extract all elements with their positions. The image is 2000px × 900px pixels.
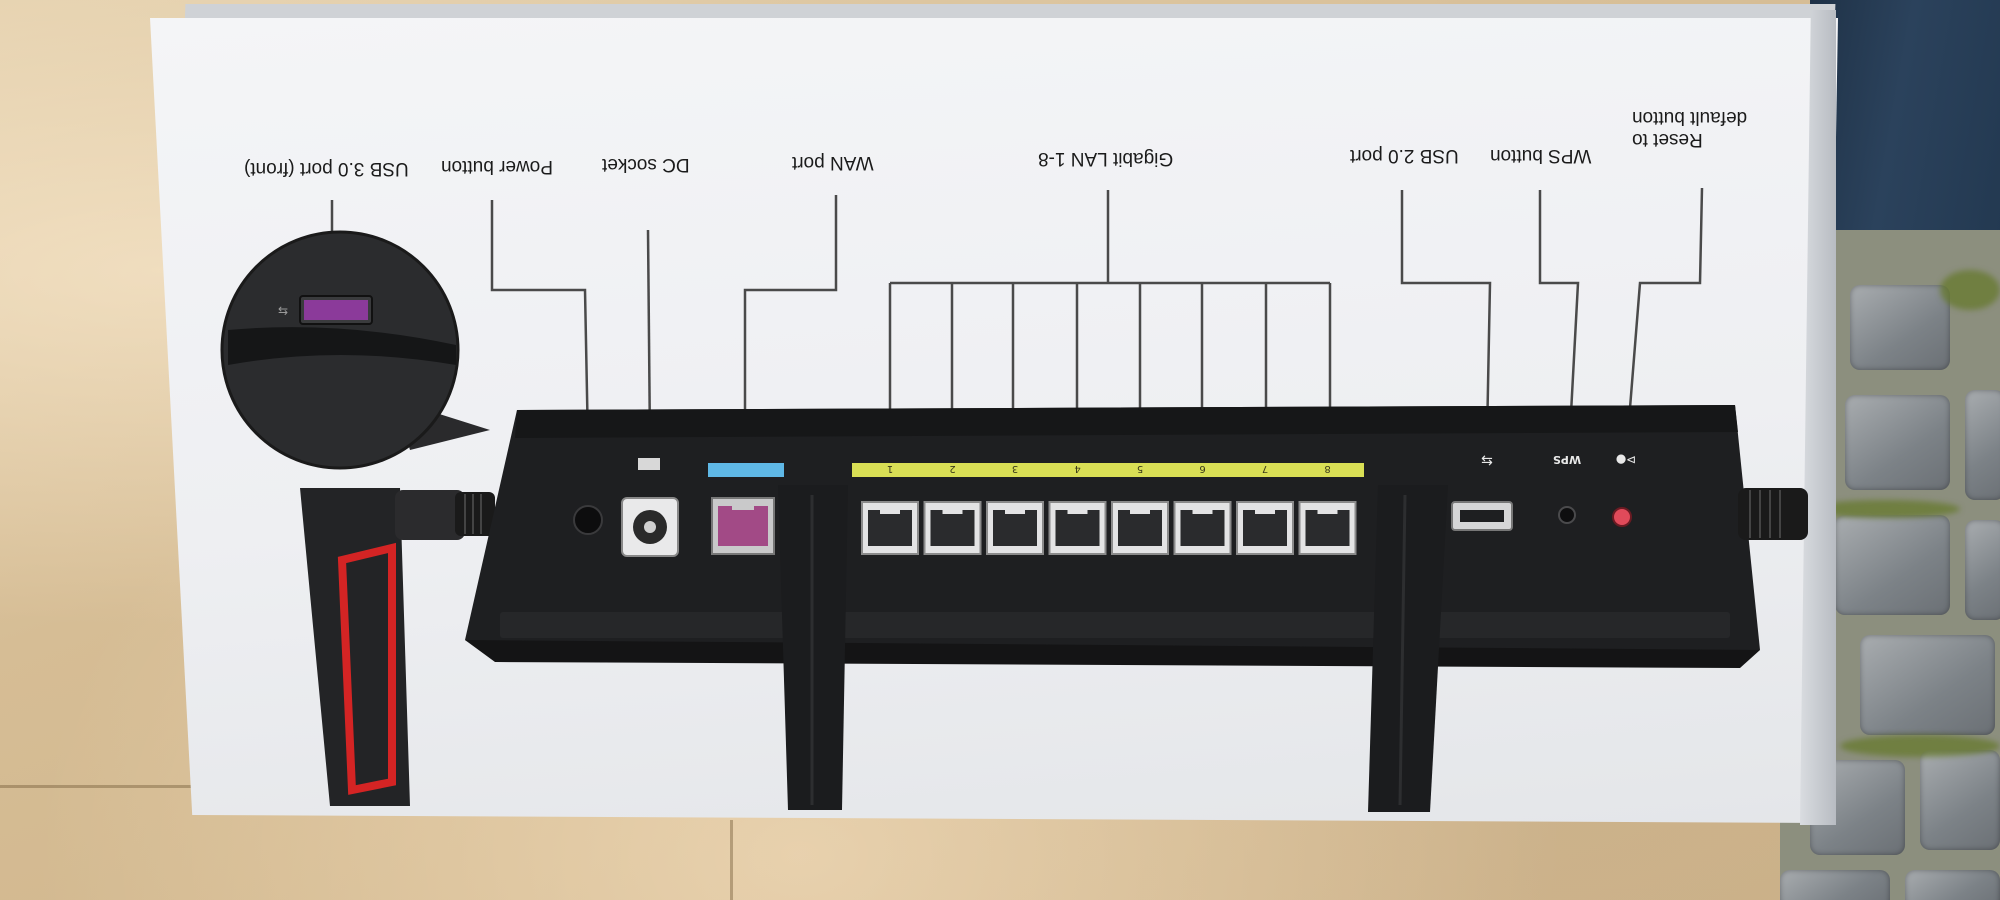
label-power: Power button [441, 156, 553, 177]
lan-port [986, 501, 1044, 555]
lan-color-strip [852, 463, 1364, 477]
slab-joint [730, 820, 733, 900]
wps-leader-line [1538, 190, 1580, 433]
label-usb3: USB 3.0 port (front) [244, 158, 409, 179]
label-reset: Reset to default button [1632, 106, 1747, 150]
usb2-port [1451, 501, 1513, 531]
slab-joint [0, 785, 200, 788]
lan-port [861, 501, 919, 555]
reset-symbol-icon: ⊳● [1616, 453, 1637, 467]
center-antenna-right [1368, 485, 1448, 812]
lan-port-number: 5 [1137, 463, 1143, 474]
reset-leader-line [1628, 187, 1704, 409]
dc-rating-mark [638, 458, 660, 470]
dc-socket [621, 497, 679, 557]
lan-port-number: 7 [1262, 463, 1268, 474]
lan-port-number: 2 [949, 463, 955, 474]
left-antenna [300, 488, 495, 806]
usb2-leader-line [1400, 190, 1492, 439]
label-dc: DC socket [602, 154, 690, 175]
reset-button [1612, 507, 1632, 527]
dc-leader-line [646, 229, 652, 446]
wan-leader-line [743, 195, 838, 445]
lan-ports: 1 2 3 4 5 6 7 8 [861, 463, 1357, 555]
lan-port-number: 6 [1199, 463, 1205, 474]
panel-marks: WPS ⇆ ⊳● [638, 452, 1636, 470]
center-antenna-left [778, 485, 848, 810]
lan-port [1111, 501, 1169, 555]
lan-port [1173, 501, 1232, 555]
label-wan: WAN port [792, 152, 874, 173]
label-wps: WPS button [1490, 145, 1592, 166]
wps-button [1558, 506, 1576, 524]
usb-symbol-icon: ⇆ [1481, 452, 1493, 468]
cobblestones [1780, 230, 2000, 900]
usb3-port-zoom [304, 300, 368, 320]
label-usb2: USB 2.0 port [1350, 145, 1459, 166]
wan-port [711, 497, 775, 555]
lan-port [1048, 501, 1107, 555]
svg-text:⇆: ⇆ [278, 304, 288, 318]
right-antenna-stub [1738, 488, 1808, 540]
lan-port-number: 3 [1012, 463, 1018, 474]
lan-port-number: 4 [1074, 463, 1080, 474]
label-reset-line1: Reset to [1632, 129, 1703, 150]
lan-port-number: 1 [887, 463, 893, 474]
usb3-zoom-callout: ⇆ [220, 230, 490, 470]
power-button [573, 505, 603, 535]
wps-panel-mark: WPS [1553, 453, 1581, 466]
label-lan: Gigabit LAN 1-8 [1038, 148, 1174, 169]
power-leader-line [490, 200, 590, 446]
lan-port [1298, 501, 1357, 555]
lan-port [1236, 501, 1294, 555]
vent-slots [500, 612, 1730, 638]
lan-port [923, 501, 982, 555]
jeans-corner [1810, 0, 2000, 245]
lan-port-number: 8 [1324, 463, 1330, 474]
label-reset-line2: default button [1632, 107, 1748, 128]
wan-color-strip [708, 463, 784, 477]
